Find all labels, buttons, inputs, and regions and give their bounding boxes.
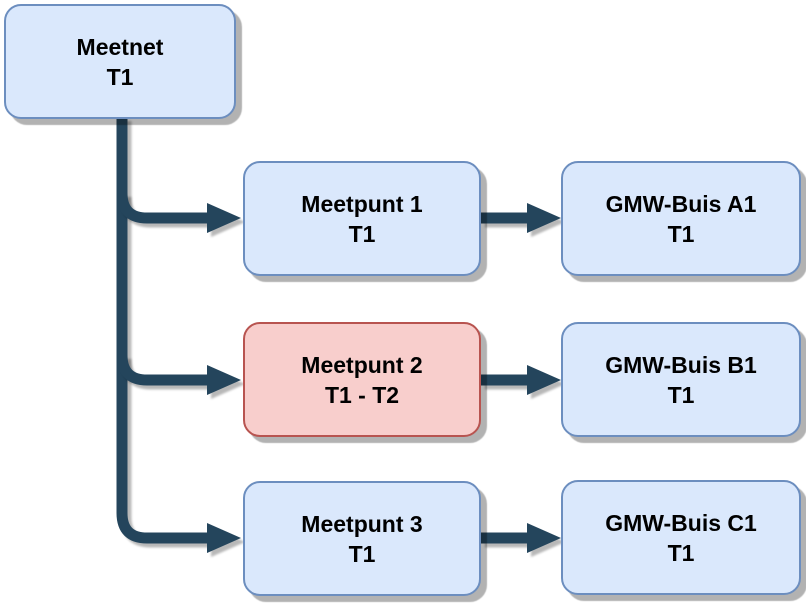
- node-label: Meetpunt 3: [301, 510, 423, 537]
- node-gmw-buis-a1: GMW-Buis A1 T1: [561, 161, 801, 276]
- node-meetnet: Meetnet T1: [4, 4, 236, 119]
- edge-meetnet-meetpunt-1: [116, 192, 209, 224]
- node-gmw-buis-c1: GMW-Buis C1 T1: [561, 480, 801, 595]
- arrowhead-gmw-a1-icon: [527, 203, 561, 233]
- edge-meetnet-meetpunt-2: [116, 354, 209, 386]
- node-sublabel: T1: [348, 220, 376, 247]
- node-sublabel: T1: [348, 540, 376, 567]
- node-label: Meetnet: [76, 33, 164, 60]
- arrowhead-meetpunt-1-icon: [207, 203, 241, 233]
- node-meetpunt-3: Meetpunt 3 T1: [243, 481, 481, 596]
- node-gmw-buis-b1: GMW-Buis B1 T1: [561, 322, 801, 437]
- node-label: GMW-Buis B1: [605, 351, 757, 378]
- node-sublabel: T1: [106, 63, 134, 90]
- node-sublabel: T1: [667, 381, 695, 408]
- edge-meetnet-meetpunt-3: [116, 117, 209, 544]
- node-label: GMW-Buis A1: [605, 190, 757, 217]
- node-sublabel: T1 - T2: [324, 381, 400, 408]
- node-label: Meetpunt 2: [301, 351, 423, 378]
- node-meetpunt-2: Meetpunt 2 T1 - T2: [243, 322, 481, 437]
- node-sublabel: T1: [667, 539, 695, 566]
- node-sublabel: T1: [667, 220, 695, 247]
- node-meetpunt-1: Meetpunt 1 T1: [243, 161, 481, 276]
- arrowhead-meetpunt-2-icon: [207, 365, 241, 395]
- arrowhead-gmw-c1-icon: [527, 523, 561, 553]
- node-label: GMW-Buis C1: [605, 509, 757, 536]
- arrowhead-meetpunt-3-icon: [207, 523, 241, 553]
- node-label: Meetpunt 1: [301, 190, 423, 217]
- arrowhead-gmw-b1-icon: [527, 365, 561, 395]
